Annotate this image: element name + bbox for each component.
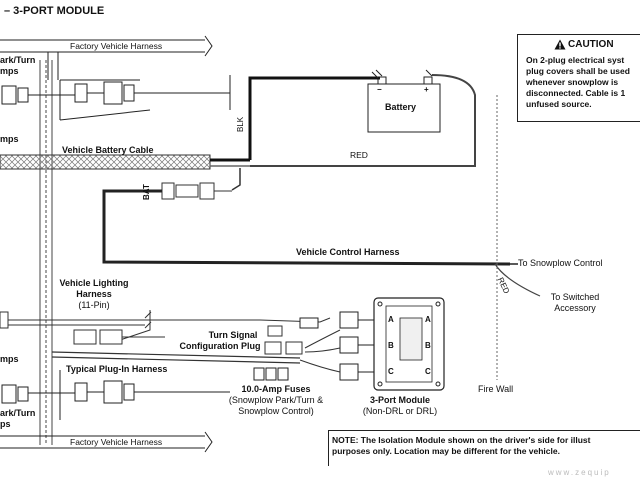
label-module-2: (Non-DRL or DRL)	[362, 406, 438, 416]
caution-box: CAUTION On 2-plug electrical syst plug c…	[517, 34, 640, 122]
label-port-c2: C	[425, 367, 431, 376]
label-factory-harness-bottom: Factory Vehicle Harness	[70, 437, 163, 447]
label-blk: BLK	[236, 116, 245, 132]
left-harness-bundle	[39, 60, 53, 445]
label-battery-minus: −	[377, 85, 382, 94]
label-lamps-upper: mps	[0, 134, 19, 144]
caution-text: On 2-plug electrical syst plug covers sh…	[526, 55, 630, 109]
caution-heading: CAUTION	[568, 39, 614, 50]
label-port-a2: A	[425, 315, 431, 324]
three-port-module	[373, 297, 445, 391]
control-harness	[102, 168, 541, 297]
label-fuses-1: 10.0-Amp Fuses	[241, 384, 311, 394]
label-park-turn-top-2: mps	[0, 66, 19, 76]
label-port-a1: A	[388, 315, 394, 324]
label-lamps-lower: mps	[0, 354, 19, 364]
label-park-turn-bottom-2: ps	[0, 419, 11, 429]
label-turn-signal-2: Configuration Plug	[179, 341, 261, 351]
label-module-1: 3-Port Module	[370, 395, 430, 405]
label-fire-wall: Fire Wall	[478, 384, 514, 394]
fuses	[253, 367, 289, 381]
label-vehicle-lighting-1: Vehicle Lighting	[59, 278, 129, 288]
label-battery-plus: +	[424, 85, 429, 94]
label-red-battery: RED	[350, 150, 368, 160]
label-battery: Battery	[385, 102, 417, 112]
vehicle-battery-cable	[0, 154, 250, 170]
label-to-snowplow-control: To Snowplow Control	[518, 258, 603, 268]
label-vehicle-control-harness: Vehicle Control Harness	[296, 247, 400, 257]
label-factory-harness-top: Factory Vehicle Harness	[70, 41, 163, 51]
label-port-c1: C	[388, 367, 394, 376]
top-lamp-connectors	[1, 75, 231, 121]
label-port-b1: B	[388, 341, 394, 350]
label-fuses-2: (Snowplow Park/Turn &	[228, 395, 324, 405]
vehicle-lighting-harness	[0, 310, 260, 345]
module-connectors	[299, 311, 374, 381]
label-vehicle-battery-cable: Vehicle Battery Cable	[62, 145, 154, 155]
label-fuses-3: Snowplow Control)	[238, 406, 314, 416]
label-bat: BAT	[142, 184, 151, 200]
bottom-lamp-connectors	[1, 370, 230, 420]
label-vehicle-lighting-3: (11-Pin)	[78, 300, 110, 310]
label-turn-signal-1: Turn Signal	[208, 330, 258, 340]
label-park-turn-bottom-1: ark/Turn	[0, 408, 36, 418]
label-to-switched-1: To Switched	[550, 292, 600, 302]
label-to-switched-2: Accessory	[554, 303, 596, 313]
label-port-b2: B	[425, 341, 431, 350]
typical-plugin-harness	[51, 317, 341, 373]
watermark: www.zequip	[548, 468, 611, 477]
label-park-turn-top-1: ark/Turn	[0, 55, 36, 65]
factory-harness-bottom	[0, 431, 213, 453]
note-box: NOTE: The Isolation Module shown on the …	[328, 430, 640, 466]
factory-harness-top	[0, 35, 213, 80]
label-typical-plugin: Typical Plug-In Harness	[66, 364, 168, 374]
page-title: – 3-PORT MODULE	[4, 5, 105, 17]
warning-icon	[554, 39, 566, 50]
label-vehicle-lighting-2: Harness	[76, 289, 112, 299]
battery	[367, 76, 441, 133]
battery-cables	[248, 69, 476, 167]
